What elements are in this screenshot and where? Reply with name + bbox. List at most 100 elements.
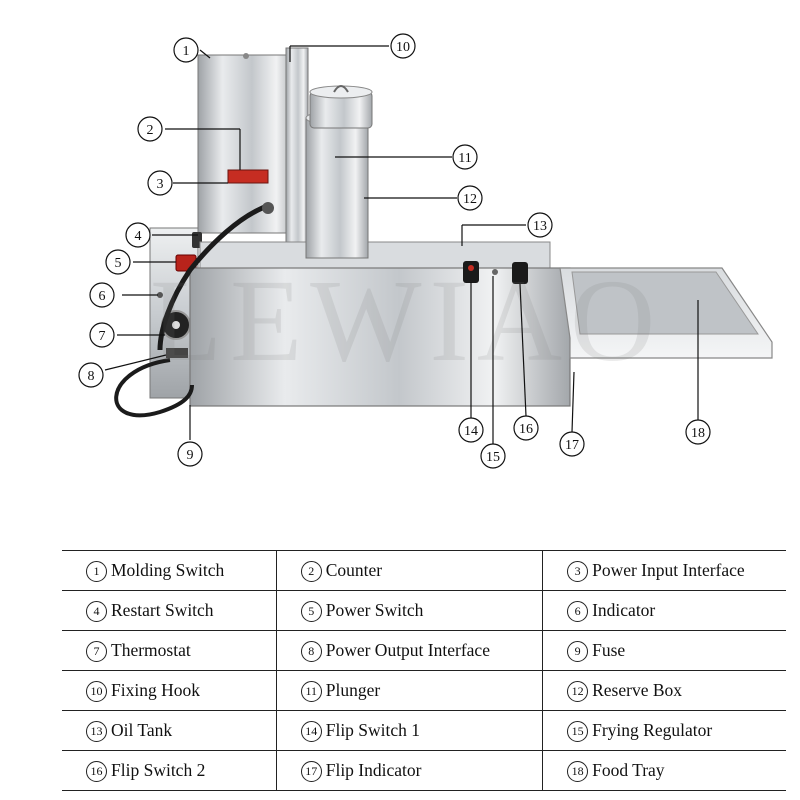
legend-label: Molding Switch bbox=[111, 559, 225, 580]
callout-circle bbox=[480, 443, 506, 469]
callout-number: 15 bbox=[486, 450, 500, 465]
callout-11: 11 bbox=[452, 144, 478, 170]
callout-6: 6 bbox=[89, 282, 115, 308]
watermark: LEWIAO bbox=[150, 255, 663, 386]
legend-number: 12 bbox=[567, 680, 589, 702]
main-body bbox=[189, 267, 571, 407]
callout-circle bbox=[137, 116, 163, 142]
legend-number: 17 bbox=[300, 760, 322, 782]
callout-circle bbox=[78, 362, 104, 388]
callout-circle bbox=[527, 212, 553, 238]
legend-label: Restart Switch bbox=[111, 599, 214, 620]
legend-number: 11 bbox=[300, 680, 322, 702]
callout-10: 10 bbox=[390, 33, 416, 59]
callout-number: 12 bbox=[463, 192, 477, 207]
callout-8: 8 bbox=[78, 362, 104, 388]
legend-label: Food Tray bbox=[592, 759, 665, 780]
legend-number: 10 bbox=[86, 680, 107, 702]
legend-label: Thermostat bbox=[111, 639, 191, 660]
callout-circle bbox=[458, 417, 484, 443]
callout-number: 5 bbox=[115, 256, 122, 271]
callout-number: 7 bbox=[99, 329, 106, 344]
callout-number: 3 bbox=[157, 177, 164, 192]
callout-5: 5 bbox=[105, 249, 131, 275]
callout-3: 3 bbox=[147, 170, 173, 196]
legend-label: Power Switch bbox=[325, 599, 424, 620]
legend-number: 5 bbox=[300, 600, 322, 622]
legend-number: 18 bbox=[567, 760, 589, 782]
counter-display bbox=[227, 169, 269, 184]
legend-label: Power Output Interface bbox=[325, 639, 490, 660]
callout-number: 8 bbox=[88, 369, 95, 384]
legend-number: 7 bbox=[86, 640, 107, 662]
legend-label: Counter bbox=[325, 559, 383, 580]
callout-circle bbox=[177, 441, 203, 467]
power-cable bbox=[157, 202, 271, 351]
callout-12: 12 bbox=[457, 185, 483, 211]
callout-circle bbox=[685, 419, 711, 445]
callout-2: 2 bbox=[137, 116, 163, 142]
callout-4: 4 bbox=[125, 222, 151, 248]
callout-number: 16 bbox=[519, 422, 533, 437]
callout-15: 15 bbox=[480, 443, 506, 469]
machine-illustration bbox=[114, 47, 773, 418]
callout-7: 7 bbox=[89, 322, 115, 348]
callout-number: 9 bbox=[187, 448, 194, 463]
legend-label: Oil Tank bbox=[111, 719, 173, 740]
callout-circle bbox=[457, 185, 483, 211]
callout-number: 1 bbox=[183, 44, 190, 59]
legend-number: 15 bbox=[567, 720, 589, 742]
reserve-box bbox=[305, 117, 369, 259]
callout-14: 14 bbox=[458, 417, 484, 443]
fixing-hook-bracket bbox=[285, 47, 309, 249]
legend-label: Power Input Interface bbox=[592, 559, 745, 580]
callout-number: 17 bbox=[565, 438, 579, 453]
control-box bbox=[197, 54, 297, 234]
callout-circle bbox=[147, 170, 173, 196]
callout-number: 6 bbox=[99, 289, 106, 304]
callout-1: 1 bbox=[173, 37, 199, 63]
legend-number: 1 bbox=[86, 560, 107, 582]
callout-circle bbox=[390, 33, 416, 59]
callout-circle bbox=[513, 415, 539, 441]
legend-label: Plunger bbox=[325, 679, 381, 700]
callout-circle bbox=[173, 37, 199, 63]
callout-18: 18 bbox=[685, 419, 711, 445]
legend-number: 13 bbox=[86, 720, 107, 742]
callout-circle bbox=[125, 222, 151, 248]
callout-9: 9 bbox=[177, 441, 203, 467]
callout-number: 18 bbox=[691, 426, 705, 441]
callout-number: 2 bbox=[147, 123, 154, 138]
legend-label: Flip Indicator bbox=[325, 759, 422, 780]
legend-number: 4 bbox=[86, 600, 107, 622]
flip-indicator-light bbox=[492, 269, 498, 275]
legend-label: Flip Switch 2 bbox=[111, 759, 206, 780]
oil-tank-rim bbox=[199, 241, 551, 273]
legend-number: 16 bbox=[86, 760, 107, 782]
callout-17: 17 bbox=[559, 431, 585, 457]
callout-number: 10 bbox=[396, 40, 410, 55]
